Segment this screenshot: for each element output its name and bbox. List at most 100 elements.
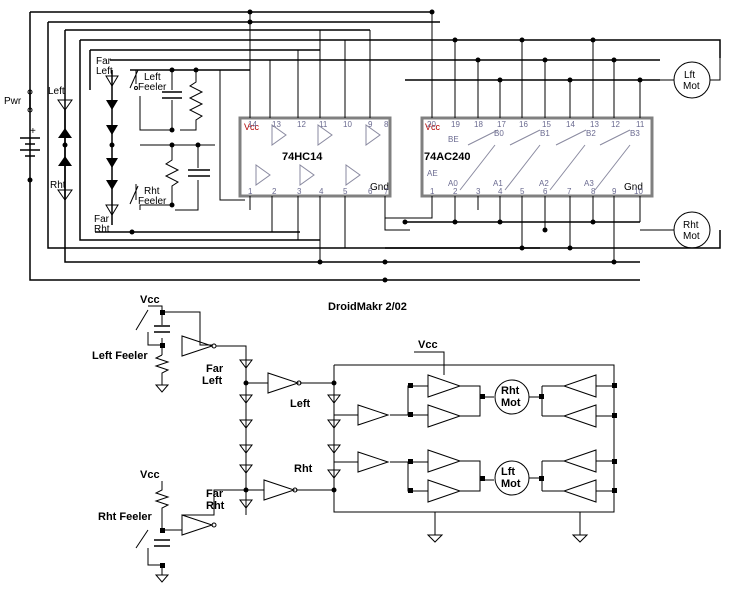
chip2-a-labels: A0 A1 A2 A3 [448,179,594,188]
chip1-name: 74HC14 [282,151,323,163]
chip2-label-a0: A0 [448,179,458,188]
left-motor-top-label-1: Lft [684,70,695,81]
chip2-label-a2: A2 [539,179,549,188]
rc-network-bottom [139,144,215,211]
bus-line [47,22,540,249]
chip2-pin-15: 15 [542,120,551,129]
right-motor-label-2: Mot [501,397,521,409]
battery-icon: + [20,126,40,157]
schmitt-left [334,404,408,426]
driver-left-motor: Lft Mot [407,449,614,503]
far-left-2: Left [202,375,223,387]
chip2-pin-14: 14 [566,120,575,129]
chip1-pin-5: 5 [343,187,348,196]
right-motor-label-1: Rht [501,385,520,397]
chip1-gnd: Gnd [370,182,389,193]
chip2-label-b2: B2 [586,129,596,138]
chip2-pin-2: 2 [453,187,458,196]
chip2-pin-5: 5 [520,187,525,196]
driver-right-motor: Rht Mot [407,374,614,428]
pin-connections [249,12,641,262]
left-led-label: Left [48,86,65,97]
schmitt-right-feeler [181,514,214,536]
left-feeler-label-1: Left [144,72,161,83]
diode-stack-left [58,110,72,200]
left-feeler-label: Left Feeler [92,350,148,362]
right-feeler-switch [129,184,139,205]
right-motor-top-label-1: Rht [683,220,699,231]
chip1-vcc: Vcc [244,122,260,132]
bottom-schematic: DroidMakr 2/02 Vcc Left Feeler Vcc Rht F… [92,294,617,583]
right-feeler-label-2: Feeler [138,196,167,207]
chip1-pin-3: 3 [297,187,302,196]
bus-line [79,40,320,241]
schmitt-right [334,451,408,473]
chip2-pin-8: 8 [591,187,596,196]
chip2-vcc: Vcc [425,122,441,132]
chip2-pin-11: 11 [636,120,645,129]
chip1-pin-7: 7 [384,187,389,196]
right-motor-top: Rht Mot [640,211,711,249]
rc-network-top [139,69,245,201]
pwr-label: Pwr [4,96,22,107]
right-feeler-label-1: Rht [144,186,160,197]
chip2-gnd: Gnd [624,182,643,193]
chip2-pin-1: 1 [430,187,435,196]
chip2-pin-16: 16 [519,120,528,129]
right-led-label: Rht [50,180,66,191]
chip2-label-b0: B0 [494,129,504,138]
schmitt-left-feeler [181,335,214,357]
caption: DroidMakr 2/02 [328,301,407,313]
chip1-pin-2: 2 [272,187,277,196]
far-left-label-2: Left [96,66,113,77]
left-feeler-switch [129,69,139,90]
right-diode-ladder [327,364,615,513]
chip2-pin-4: 4 [498,187,503,196]
right-feeler-label: Rht Feeler [98,511,153,523]
chip1-inverters [255,124,381,186]
svg-text:+: + [30,126,36,137]
chip2-label-b3: B3 [630,129,640,138]
chip2-ae: AE [427,169,438,178]
schmitt-far-left [246,372,334,394]
vcc-bottom: Vcc [140,469,160,481]
chip2-pin-17: 17 [497,120,506,129]
chip1-pin-6: 6 [368,187,373,196]
left-motor-top-label-2: Mot [683,81,700,92]
right-led-icon [57,189,73,201]
chip1-pin-14: 14 [248,120,257,129]
chip2-pin-12: 12 [611,120,620,129]
chip1-pin-4: 4 [319,187,324,196]
far-right-label-1: Far [94,214,110,225]
chip2-label-a1: A1 [493,179,503,188]
junctions-top [27,9,643,283]
far-right-2: Rht [206,500,225,512]
bus-line [385,230,721,249]
chip1-pin-11: 11 [319,120,328,129]
chip2-pin-10: 10 [634,187,643,196]
chip2-buffers [459,129,631,191]
vcc-top: Vcc [140,294,160,306]
chip2-label-a3: A3 [584,179,594,188]
schmitt-far-right [246,479,334,501]
chip2-name: 74AC240 [424,151,470,163]
chip2-label-b1: B1 [540,129,550,138]
junctions-bottom [160,310,617,568]
left-motor-label-1: Lft [501,466,515,478]
vcc-driver: Vcc [418,339,438,351]
left-feeler-label-2: Feeler [138,82,167,93]
chip2-pin-6: 6 [543,187,548,196]
left-motor-top: Lft Mot [660,58,721,99]
chip2-pin-19: 19 [451,120,460,129]
bus-line [80,39,721,58]
top-schematic: Pwr + Left Rht Far Left [4,9,721,283]
chip2-pin-20: 20 [427,120,436,129]
